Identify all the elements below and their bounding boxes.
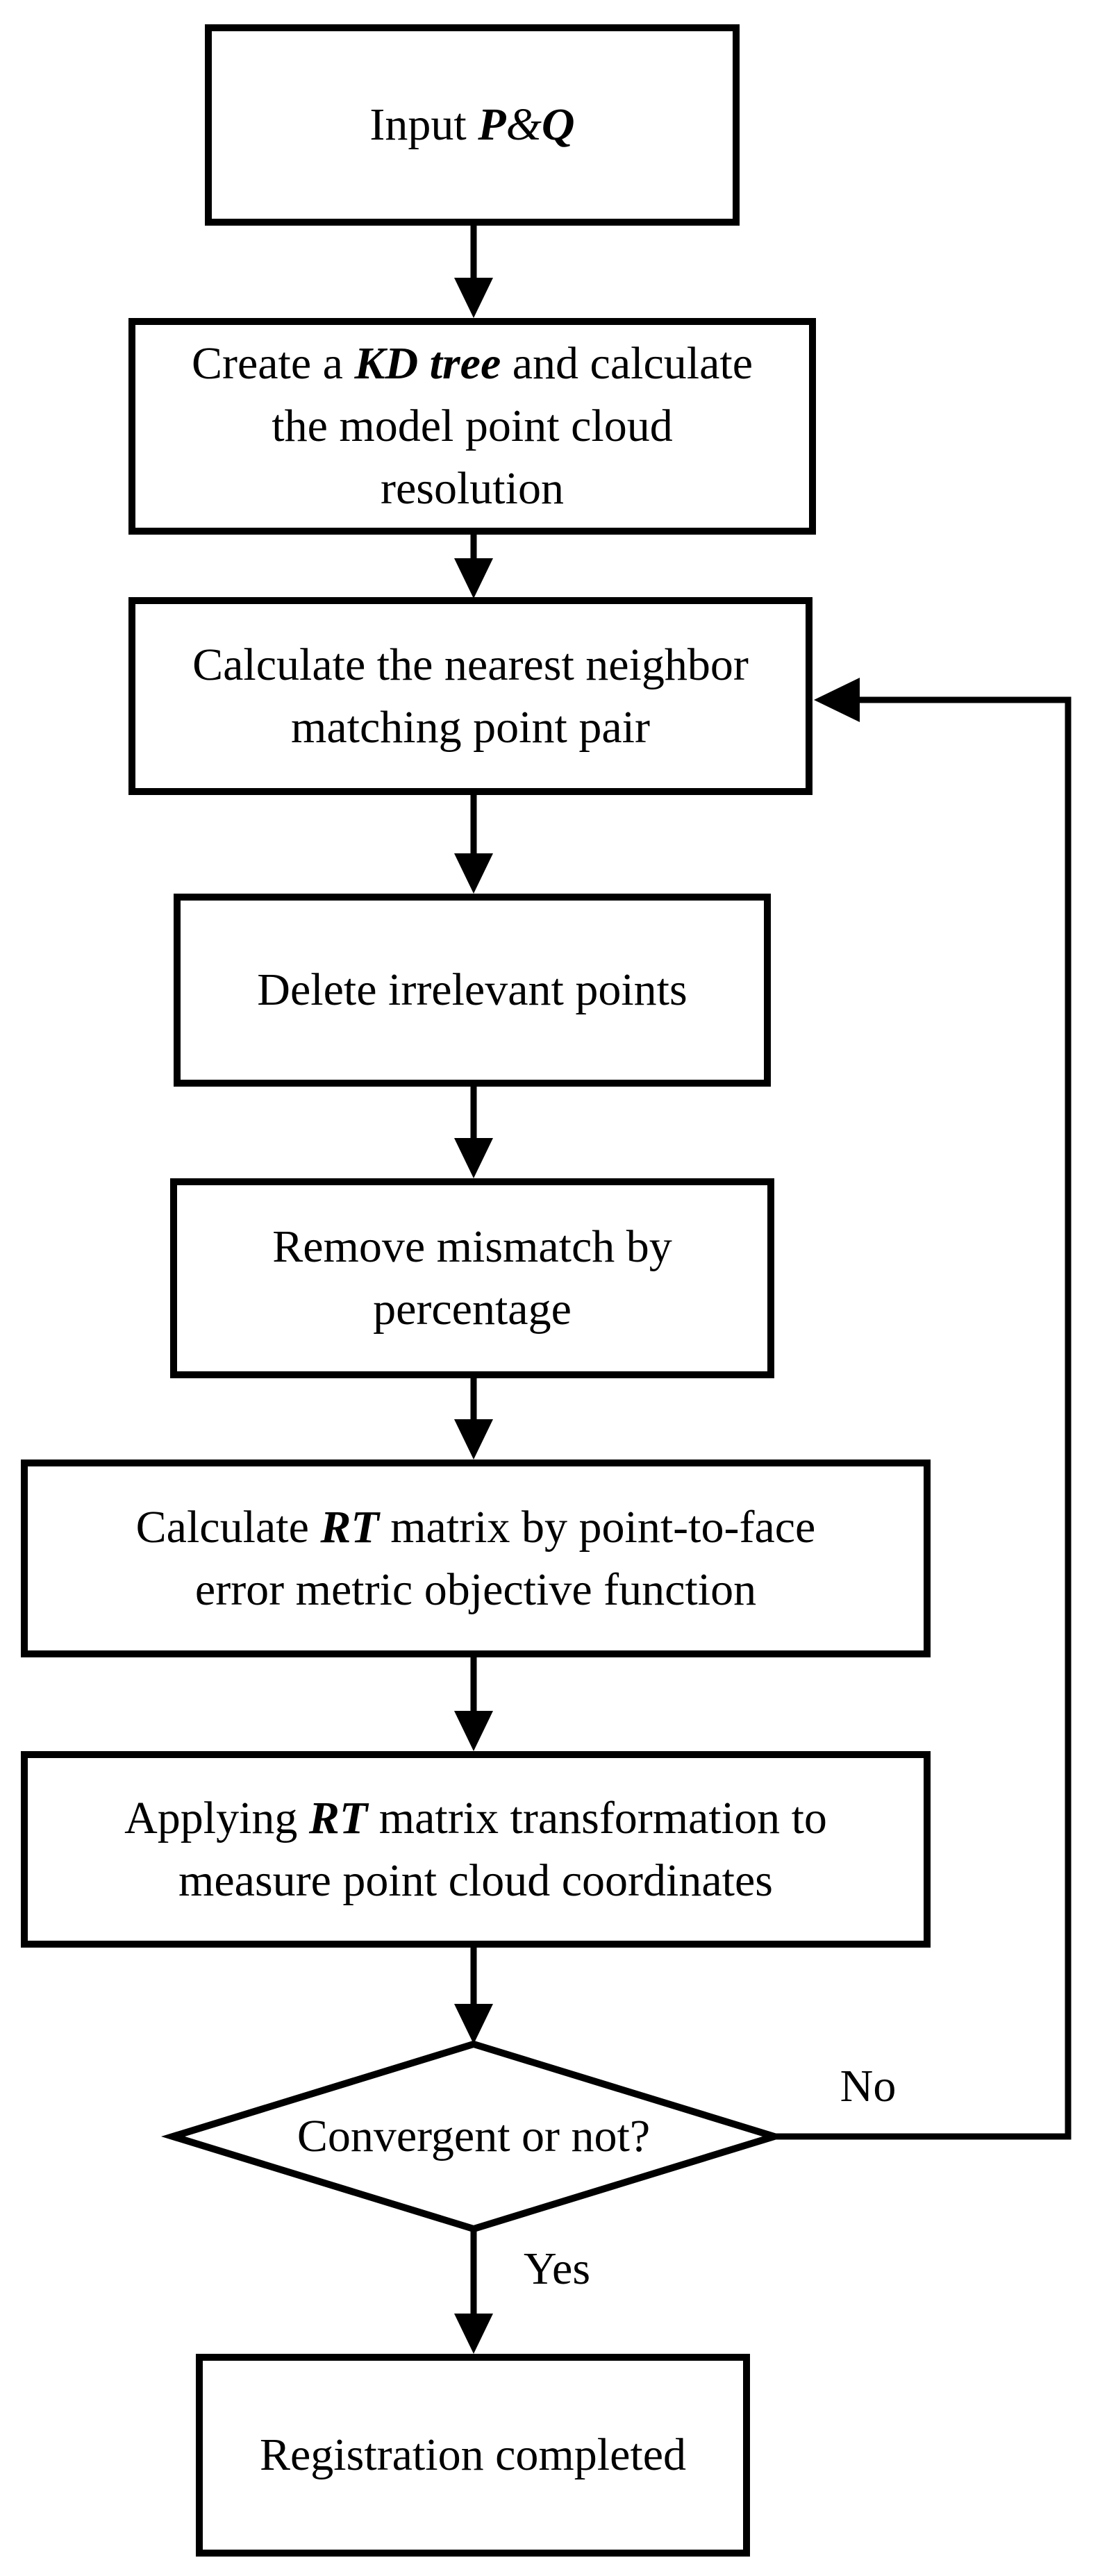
- label-no: No: [840, 2061, 897, 2111]
- node-delete-points: Delete irrelevant points: [174, 894, 771, 1087]
- arrowhead-down-icon: [454, 1419, 493, 1460]
- arrowhead-down-icon: [454, 853, 493, 894]
- edge-apply-to-decision: [454, 1948, 493, 2044]
- edge-remove-to-rt: [454, 1378, 493, 1460]
- node-decision-text: Convergent or not?: [297, 2111, 651, 2161]
- arrowhead-down-icon: [454, 2314, 493, 2354]
- edge-delete-to-remove: [454, 1087, 493, 1178]
- edge-rt-to-apply: [454, 1657, 493, 1751]
- arrowhead-down-icon: [454, 1138, 493, 1178]
- arrowhead-down-icon: [454, 1711, 493, 1751]
- arrowhead-down-icon: [454, 2004, 493, 2044]
- edge-no-feedback-loop: [774, 678, 1072, 2140]
- edge-decision-to-done-yes: [454, 2229, 493, 2354]
- arrowhead-down-icon: [454, 558, 493, 599]
- edge-input-to-kdtree: [454, 226, 493, 318]
- edge-nearest-to-delete: [454, 795, 493, 894]
- arrowhead-left-icon: [814, 678, 860, 722]
- arrowhead-down-icon: [454, 278, 493, 318]
- node-registration-completed: Registration completed: [196, 2354, 750, 2557]
- edge-kdtree-to-nearest: [454, 535, 493, 599]
- label-yes: Yes: [523, 2243, 591, 2294]
- node-input: Input P&Q: [205, 24, 740, 226]
